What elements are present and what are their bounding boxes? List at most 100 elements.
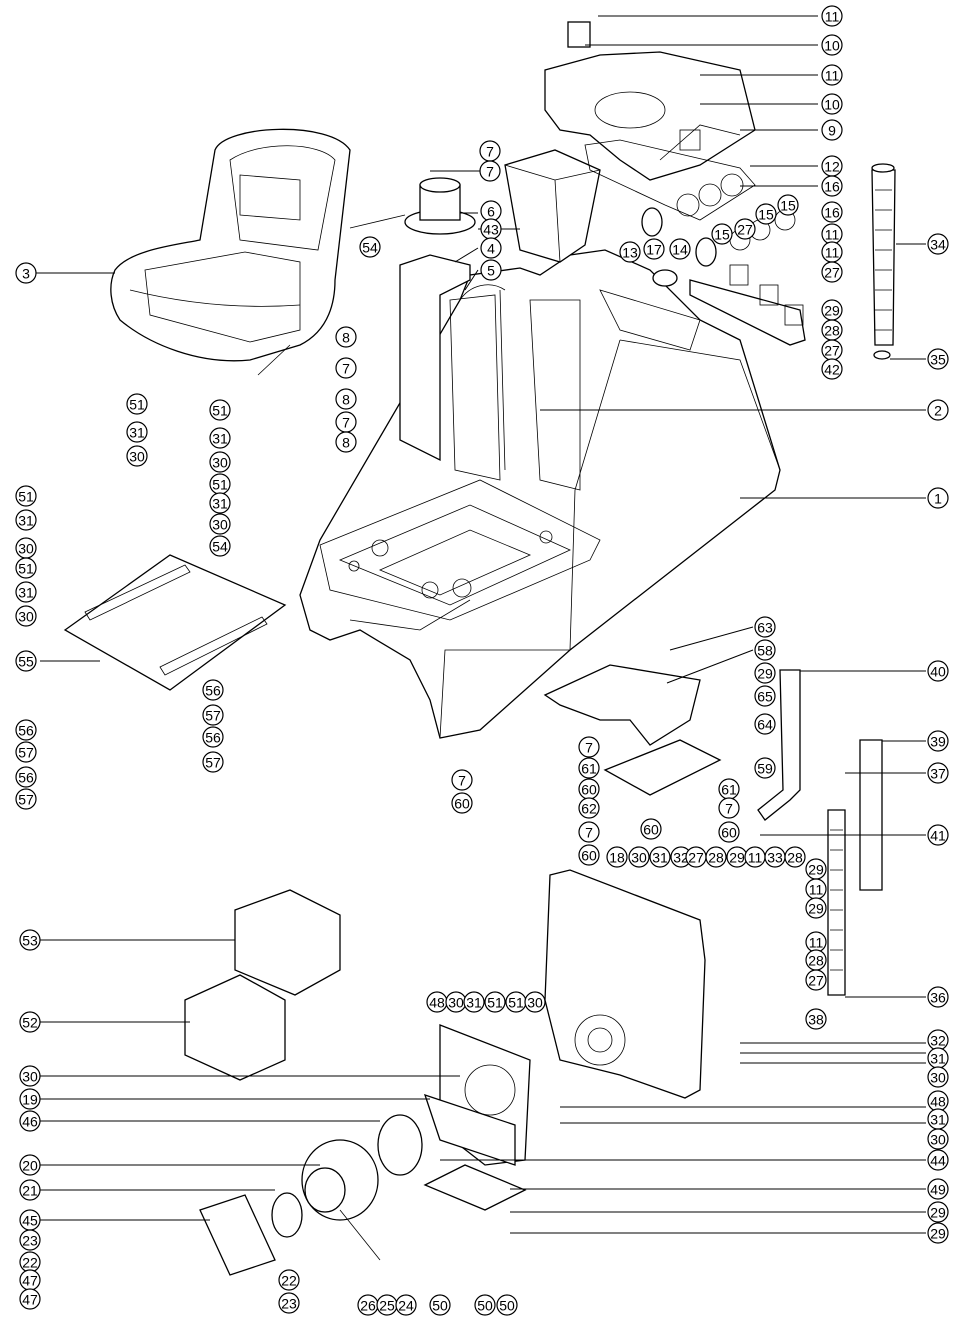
callout-29e: 29: [805, 897, 827, 919]
callout-8c: 8: [335, 431, 357, 453]
callout-27a: 27: [734, 218, 756, 240]
callout-label: 9: [828, 123, 836, 139]
tray: [423, 1164, 527, 1211]
callout-label: 13: [622, 245, 638, 261]
callout-label: 24: [398, 1298, 414, 1314]
callout-label: 29: [930, 1226, 946, 1242]
callout-28c: 28: [784, 846, 806, 868]
callout-label: 65: [757, 689, 773, 705]
callout-label: 63: [757, 620, 773, 636]
callout-label: 29: [808, 862, 824, 878]
callout-52: 52: [19, 1011, 41, 1033]
callout-label: 60: [454, 796, 470, 812]
callout-bubble: [335, 388, 357, 410]
callout-21: 21: [19, 1179, 41, 1201]
callout-label: 50: [432, 1298, 448, 1314]
callout-label: 25: [379, 1298, 395, 1314]
callout-label: 53: [22, 933, 38, 949]
callout-57d: 57: [15, 788, 37, 810]
callout-bubble: [927, 1201, 949, 1223]
gasket: [584, 139, 756, 221]
callout-label: 60: [643, 822, 659, 838]
callout-label: 23: [281, 1296, 297, 1312]
callout-bubble: [643, 238, 665, 260]
callout-bubble: [578, 797, 600, 819]
callout-label: 30: [22, 1069, 38, 1085]
callout-label: 8: [342, 435, 350, 451]
callout-label: 57: [18, 745, 34, 761]
callout-bubble: [19, 1154, 41, 1176]
callout-label: 18: [609, 850, 625, 866]
callout-30f: 30: [628, 846, 650, 868]
callout-29f: 29: [927, 1201, 949, 1223]
callout-7e: 7: [578, 736, 600, 758]
callout-11a: 11: [821, 5, 843, 27]
main-body-housing: [299, 249, 781, 739]
callout-bubble: [19, 1229, 41, 1251]
callout-31e: 31: [15, 581, 37, 603]
callout-bubble: [19, 1110, 41, 1132]
callout-label: 34: [930, 237, 946, 253]
callout-bubble: [927, 824, 949, 846]
callout-48a: 48: [426, 991, 448, 1013]
callout-bubble: [821, 34, 843, 56]
callout-7g: 7: [718, 797, 740, 819]
callout-label: 42: [824, 362, 840, 378]
callout-29d: 29: [805, 858, 827, 880]
callout-2: 2: [927, 399, 949, 421]
callout-label: 16: [824, 205, 840, 221]
callout-bubble: [734, 218, 756, 240]
callout-bubble: [15, 262, 37, 284]
callout-label: 17: [646, 242, 662, 258]
callout-label: 7: [725, 801, 733, 817]
callout-label: 59: [757, 761, 773, 777]
callout-bubble: [927, 1128, 949, 1150]
callout-label: 31: [212, 431, 228, 447]
callout-39: 39: [927, 730, 949, 752]
callout-56c: 56: [202, 726, 224, 748]
callout-bubble: [395, 1294, 417, 1316]
callout-54a: 54: [359, 236, 381, 258]
callout-bubble: [19, 1065, 41, 1087]
callout-label: 48: [930, 1094, 946, 1110]
callout-label: 30: [448, 995, 464, 1011]
callout-51c: 51: [209, 473, 231, 495]
callout-28b: 28: [705, 846, 727, 868]
callout-bubble: [754, 685, 776, 707]
switch-block: [603, 739, 722, 796]
callout-45: 45: [19, 1209, 41, 1231]
callout-label: 57: [205, 708, 221, 724]
callout-51f: 51: [484, 991, 506, 1013]
callout-label: 30: [527, 995, 543, 1011]
callout-7a: 7: [479, 140, 501, 162]
callout-label: 39: [930, 734, 946, 750]
callout-bubble: [754, 662, 776, 684]
callout-label: 8: [342, 392, 350, 408]
callout-label: 11: [825, 245, 840, 261]
callout-label: 11: [809, 882, 824, 898]
callout-15c: 15: [711, 223, 733, 245]
callout-62: 62: [578, 797, 600, 819]
callout-12: 12: [821, 155, 843, 177]
callout-bubble: [927, 730, 949, 752]
callout-24: 24: [395, 1294, 417, 1316]
callout-label: 49: [930, 1182, 946, 1198]
dash-panel: [544, 869, 706, 1099]
callout-bubble: [209, 535, 231, 557]
callout-label: 6: [487, 204, 495, 220]
callout-label: 60: [581, 782, 597, 798]
callout-label: 27: [824, 265, 840, 281]
callout-bubble: [927, 762, 949, 784]
callout-9: 9: [821, 119, 843, 141]
callout-bubble: [480, 237, 502, 259]
callout-15a: 15: [777, 194, 799, 216]
callout-34: 34: [927, 233, 949, 255]
callout-label: 30: [631, 850, 647, 866]
top-clip-bracket: [567, 21, 591, 48]
callout-51g: 51: [505, 991, 527, 1013]
callout-label: 27: [688, 850, 704, 866]
callout-label: 10: [824, 97, 840, 113]
callout-42: 42: [821, 358, 843, 380]
callout-47b: 47: [19, 1288, 41, 1310]
callout-31c: 31: [209, 492, 231, 514]
